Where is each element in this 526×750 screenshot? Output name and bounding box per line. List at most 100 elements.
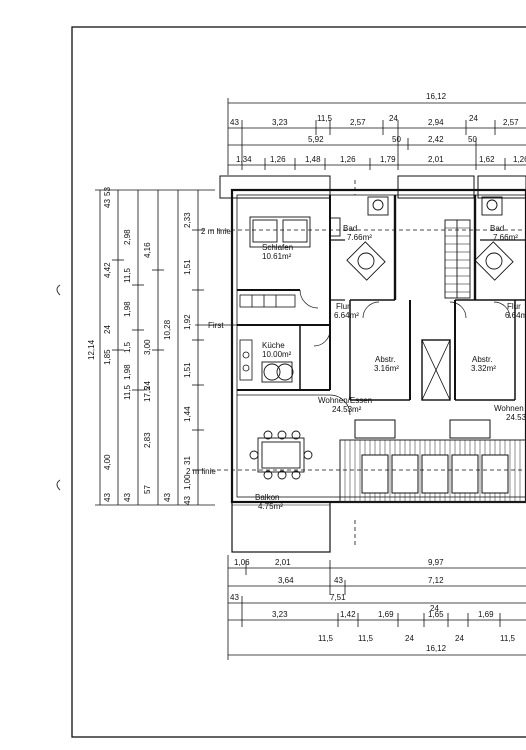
room-name-flur-right: Flur: [507, 302, 521, 311]
dim-left-1: 53: [103, 187, 112, 196]
dim-left-10: 4,00: [103, 454, 112, 470]
dim-top-r2-1: 50: [392, 135, 401, 144]
dim-left-21: 24: [143, 381, 152, 390]
dim-bottom-r5-2: 24: [405, 634, 414, 643]
dim-left-inner-3: 1,51: [183, 362, 192, 378]
room-area-schlafen: 10.61m²: [262, 252, 292, 261]
dim-left-2: 2,98: [123, 229, 132, 245]
dim-top-r1-3: 2,57: [350, 118, 366, 127]
dim-bottom-r1-2: 9,97: [428, 558, 444, 567]
roof-windows: [354, 419, 509, 494]
dimension-left: [95, 189, 215, 506]
room-name-bad-right: Bad: [490, 224, 504, 233]
dim-left-6: 12,14: [87, 339, 96, 360]
dim-left-inner-6: 1,00: [183, 474, 192, 490]
room-area-bad-right: 7.66m²: [493, 233, 518, 242]
dim-left-22: 43: [163, 493, 172, 502]
dim-top-r1-6: 24: [469, 114, 478, 123]
dim-left-13: 10,28: [163, 319, 172, 340]
dim-left-4: 11,5: [123, 267, 132, 283]
stair-treads: [445, 227, 470, 293]
dim-top-r3-5: 2,01: [428, 155, 444, 164]
dim-top-r1-2: 11,5: [317, 114, 333, 123]
dim-top-r1-7: 2,57: [503, 118, 519, 127]
dim-bottom-r4-2: 1,69: [378, 610, 394, 619]
dim-left-inner-2: 1,92: [183, 314, 192, 330]
dim-top-r2-3: 50: [468, 135, 477, 144]
room-area-abstr-right: 3.32m²: [471, 364, 496, 373]
room-area-balkon: 4.75m²: [258, 502, 283, 511]
dim-left-inner-5: 31: [183, 456, 192, 465]
balcony: [231, 501, 331, 553]
dim-left-16: 17,5: [143, 386, 152, 402]
dim-left-3: 4,42: [103, 262, 112, 278]
dim-top-r1-0: 43: [230, 118, 239, 127]
dim-left-5: 4,16: [143, 242, 152, 258]
dim-left-17: 2,83: [143, 432, 152, 448]
dimension-top: [227, 98, 526, 175]
kitchen-counter-icon: [239, 294, 296, 381]
dim-top-r2-0: 5,92: [308, 135, 324, 144]
dim-bottom-r3-2: 24: [430, 604, 439, 613]
dim-top-r3-7: 1,26: [513, 155, 526, 164]
dim-bottom-r2-2: 7,12: [428, 576, 444, 585]
dim-top-r1-5: 2,94: [428, 118, 444, 127]
dim-top-r3-6: 1,62: [479, 155, 495, 164]
dim-left-11: 3,00: [143, 339, 152, 355]
room-area-bad-left: 7.66m²: [347, 233, 372, 242]
dining-table-icon: [249, 430, 313, 480]
dim-left-8: 24: [103, 325, 112, 334]
dim-top-r3-3: 1,26: [340, 155, 356, 164]
punch-mark-bottom: [56, 479, 61, 491]
dim-bottom-total: 16,12: [426, 644, 447, 653]
sheet-border: [71, 26, 526, 738]
bath-fixtures-icon: [329, 196, 514, 281]
dim-bottom-r1-0: 1,06: [234, 558, 250, 567]
room-name-kueche: Küche: [262, 341, 285, 350]
dim-left-19: 43: [123, 493, 132, 502]
dim-bottom-r4-0: 3,23: [272, 610, 288, 619]
dim-left-inner-4: 1,44: [183, 406, 192, 422]
dimension-bottom: [227, 555, 526, 660]
door-swings: [299, 289, 511, 416]
room-name-abstr-right: Abstr.: [472, 355, 492, 364]
room-name-flur-left: Flur: [336, 302, 350, 311]
dim-bottom-r2-0: 3,64: [278, 576, 294, 585]
room-name-abstr-left: Abstr.: [375, 355, 395, 364]
dim-bottom-r5-3: 24: [455, 634, 464, 643]
dim-bottom-r1-1: 2,01: [275, 558, 291, 567]
room-name-schlafen: Schlafen: [262, 243, 293, 252]
dim-left-7: 1,85: [103, 349, 112, 365]
room-name-bad-left: Bad: [343, 224, 357, 233]
dimension-left-labels: 43 53 2,98 4,42 11,5 4,16 12,14 1,85 24 …: [87, 187, 192, 505]
dim-top-r3-4: 1,79: [380, 155, 396, 164]
dim-bottom-r4-3: 1,65: [428, 610, 444, 619]
dim-top-r3-0: 1,34: [236, 155, 252, 164]
annotation-two-m-bottom: 2 m linie: [186, 467, 216, 476]
room-area-flur-right: 6.64m²: [505, 311, 526, 320]
room-area-abstr-left: 3.16m²: [374, 364, 399, 373]
annotation-two-m-top: 2 m linie: [201, 227, 231, 236]
dim-left-18: 43: [103, 493, 112, 502]
dim-left-14: 11,5: [123, 384, 132, 400]
room-name-wohnen-right: Wohnen: [494, 404, 524, 413]
dim-bottom-r4-4: 1,69: [478, 610, 494, 619]
bed-icon: [249, 216, 311, 248]
dim-bottom-r5-4: 11,5: [500, 634, 516, 643]
dim-top-total: 16,12: [426, 92, 447, 101]
annotation-first: First: [208, 321, 224, 330]
room-labels: Bad 7.66m² Bad 7.66m² Schlafen 10.61m² F…: [186, 224, 526, 511]
room-name-wohnen-left: Wohnen/Essen: [318, 396, 372, 405]
dim-left-inner-0: 2,33: [183, 212, 192, 228]
dim-bottom-r5-1: 11,5: [358, 634, 374, 643]
two-metre-lines: [210, 180, 526, 545]
dim-bottom-r5-0: 11,5: [318, 634, 334, 643]
dim-left-15: 1,98: [123, 364, 132, 380]
dim-left-inner-1: 1,51: [183, 259, 192, 275]
dim-left-9: 1,98: [123, 301, 132, 317]
room-area-wohnen-right: 24.53: [506, 413, 526, 422]
dim-bottom-r2-1: 43: [334, 576, 343, 585]
dim-left-12: 1,5: [123, 341, 132, 353]
kitchen-table-icon: [261, 361, 294, 383]
